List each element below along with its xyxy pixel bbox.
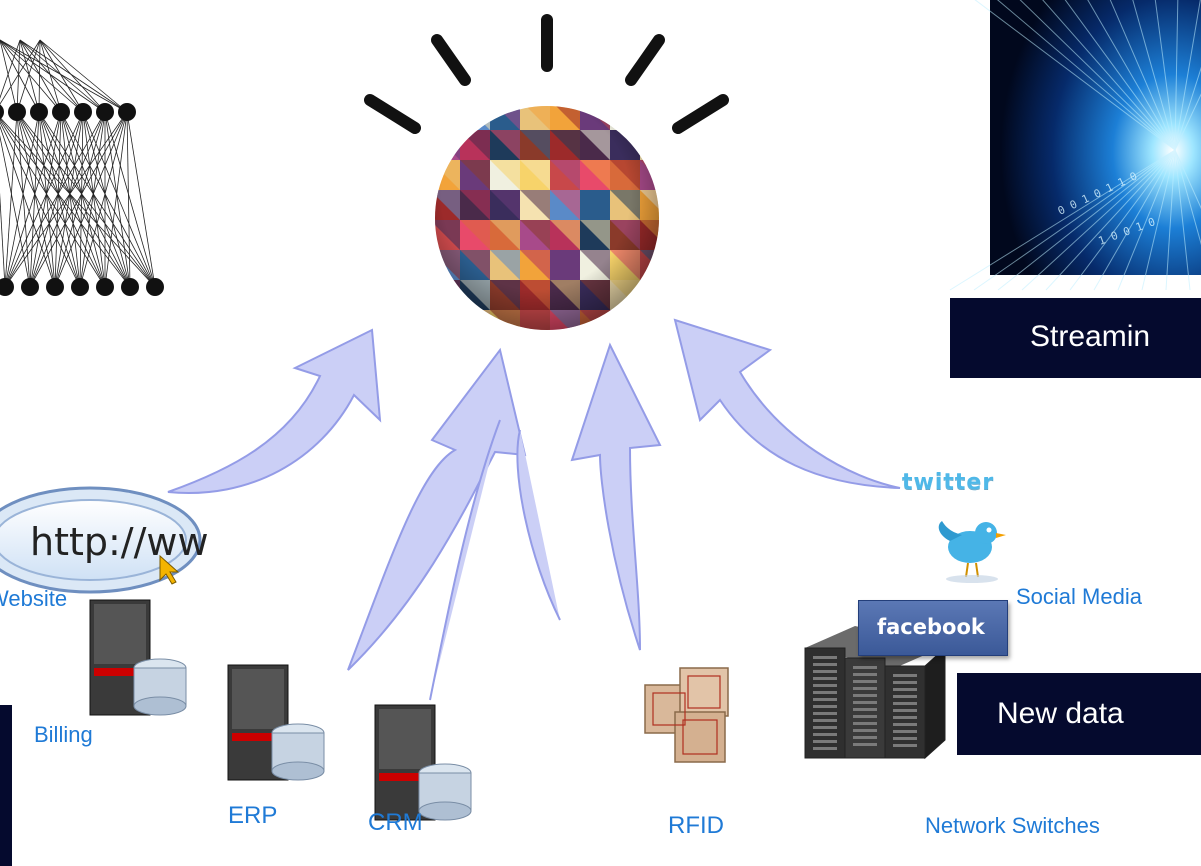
label-crm: CRM [368, 809, 423, 836]
network-node [96, 103, 114, 121]
facebook-wordmark: facebook [877, 615, 985, 639]
label-rfid: RFID [668, 812, 724, 839]
arrow-website [167, 328, 382, 494]
twitter-wordmark: twitter [902, 470, 995, 495]
label-website: Website [0, 586, 68, 611]
network-node [0, 278, 14, 296]
neural-network-graphic [0, 39, 164, 296]
server-erp-icon [227, 664, 325, 781]
network-node [146, 278, 164, 296]
label-erp: ERP [228, 802, 278, 829]
server-crm-icon [374, 704, 472, 821]
network-node [96, 278, 114, 296]
new-data-banner-text: New data [997, 697, 1124, 730]
server-billing-icon [89, 599, 187, 716]
network-node [121, 278, 139, 296]
twitter-logo: twitter [902, 470, 1042, 500]
cursor-icon [159, 554, 180, 585]
website-url-icon: http://ww [0, 486, 209, 594]
twitter-bird-icon [938, 521, 1006, 583]
network-node [118, 103, 136, 121]
arrow-social [673, 318, 901, 489]
arrow-erp [347, 347, 527, 671]
network-node [8, 103, 26, 121]
network-node [52, 103, 70, 121]
label-billing: Billing [34, 722, 93, 747]
network-node [46, 278, 64, 296]
label-network-switches: Network Switches [925, 813, 1100, 838]
network-node [21, 278, 39, 296]
url-text: http://ww [30, 520, 209, 564]
arrow-rfid [570, 342, 662, 651]
watson-logo [364, 14, 729, 330]
watson-rays [364, 14, 729, 134]
rfid-tags-icon [644, 667, 729, 763]
new-data-banner: New data [957, 673, 1201, 755]
streaming-banner-text: Streamin [1030, 320, 1151, 353]
network-node [71, 278, 89, 296]
streaming-banner: Streamin [950, 298, 1201, 378]
facebook-logo: facebook [858, 600, 1008, 656]
data-stream-image: 0 0 1 0 1 1 0 1 0 0 1 0 [949, 0, 1201, 291]
left-edge-box [0, 705, 12, 866]
arrow-mid [516, 429, 561, 621]
network-node [74, 103, 92, 121]
arrow-crm [429, 419, 501, 701]
label-social-media: Social Media [1016, 584, 1142, 609]
network-node [30, 103, 48, 121]
network-node [0, 104, 4, 120]
